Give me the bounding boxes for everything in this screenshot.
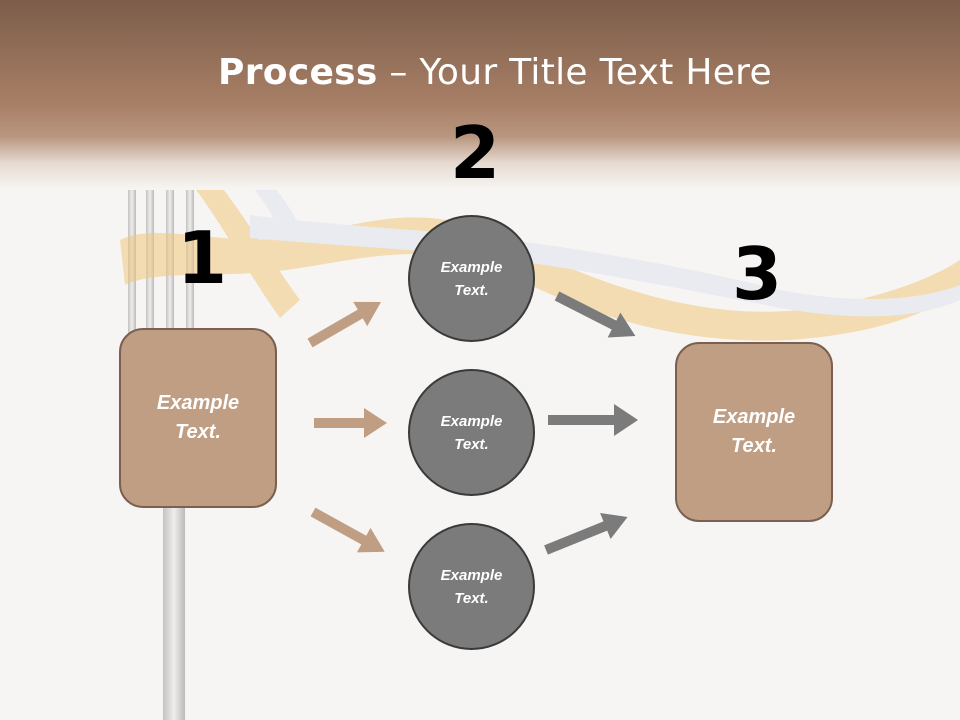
circle-top-text: Example Text.: [440, 258, 503, 299]
circle-bottom-text: Example Text.: [440, 566, 503, 607]
step-2-circle-middle: Example Text.: [408, 369, 535, 496]
step-1-text: Example Text.: [156, 392, 240, 443]
step-2-circle-top: Example Text.: [408, 215, 535, 342]
circle-middle-text: Example Text.: [440, 412, 503, 453]
slide-title: Process – Your Title Text Here: [0, 52, 960, 93]
step-3-text: Example Text.: [712, 406, 796, 457]
step-2-circle-bottom: Example Text.: [408, 523, 535, 650]
step-number-3: 3: [732, 232, 783, 316]
step-number-2: 2: [450, 111, 501, 195]
step-3-box: Example Text.: [675, 342, 833, 522]
step-number-1: 1: [177, 216, 228, 300]
title-rest: – Your Title Text Here: [377, 52, 772, 93]
title-bold: Process: [218, 52, 378, 93]
step-1-box: Example Text.: [119, 328, 277, 508]
